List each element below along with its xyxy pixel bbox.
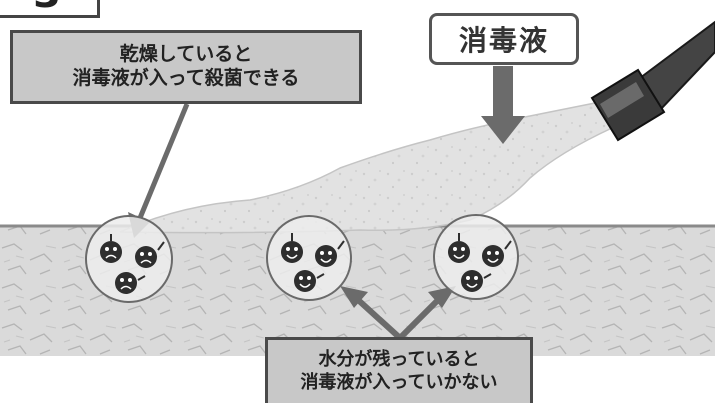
bacterium-icon — [461, 270, 492, 292]
bacterium-icon — [100, 234, 122, 263]
wet-surface-callout: 水分が残っていると 消毒液が入っていかない — [265, 337, 533, 403]
wet-callout-arrows — [340, 286, 456, 341]
wet-callout-line-1: 水分が残っていると — [318, 349, 480, 370]
disinfectant-arrow — [481, 66, 525, 144]
dry-callout-line-1: 乾燥していると — [119, 43, 253, 66]
bacterium-icon — [315, 240, 345, 267]
step-number-badge: 3 — [0, 0, 100, 18]
bacterium-icon — [482, 240, 512, 267]
spray-nozzle-icon — [590, 20, 715, 142]
bacterium-icon — [115, 272, 146, 294]
bacteria-group-wet — [266, 215, 352, 301]
bacterium-icon — [294, 270, 325, 292]
wet-callout-line-2: 消毒液が入っていかない — [300, 371, 498, 393]
dry-callout-line-2: 消毒液が入って殺菌できる — [72, 67, 300, 89]
bacteria-group-dry — [85, 215, 173, 303]
bacterium-icon — [448, 233, 470, 263]
bacteria-group-wet — [433, 214, 519, 300]
bacterium-icon — [135, 241, 165, 268]
disinfectant-spray — [119, 101, 613, 234]
dry-surface-callout: 乾燥していると 消毒液が入って殺菌できる — [10, 30, 362, 104]
bacterium-icon — [281, 233, 303, 263]
disinfectant-label: 消毒液 — [429, 13, 579, 65]
